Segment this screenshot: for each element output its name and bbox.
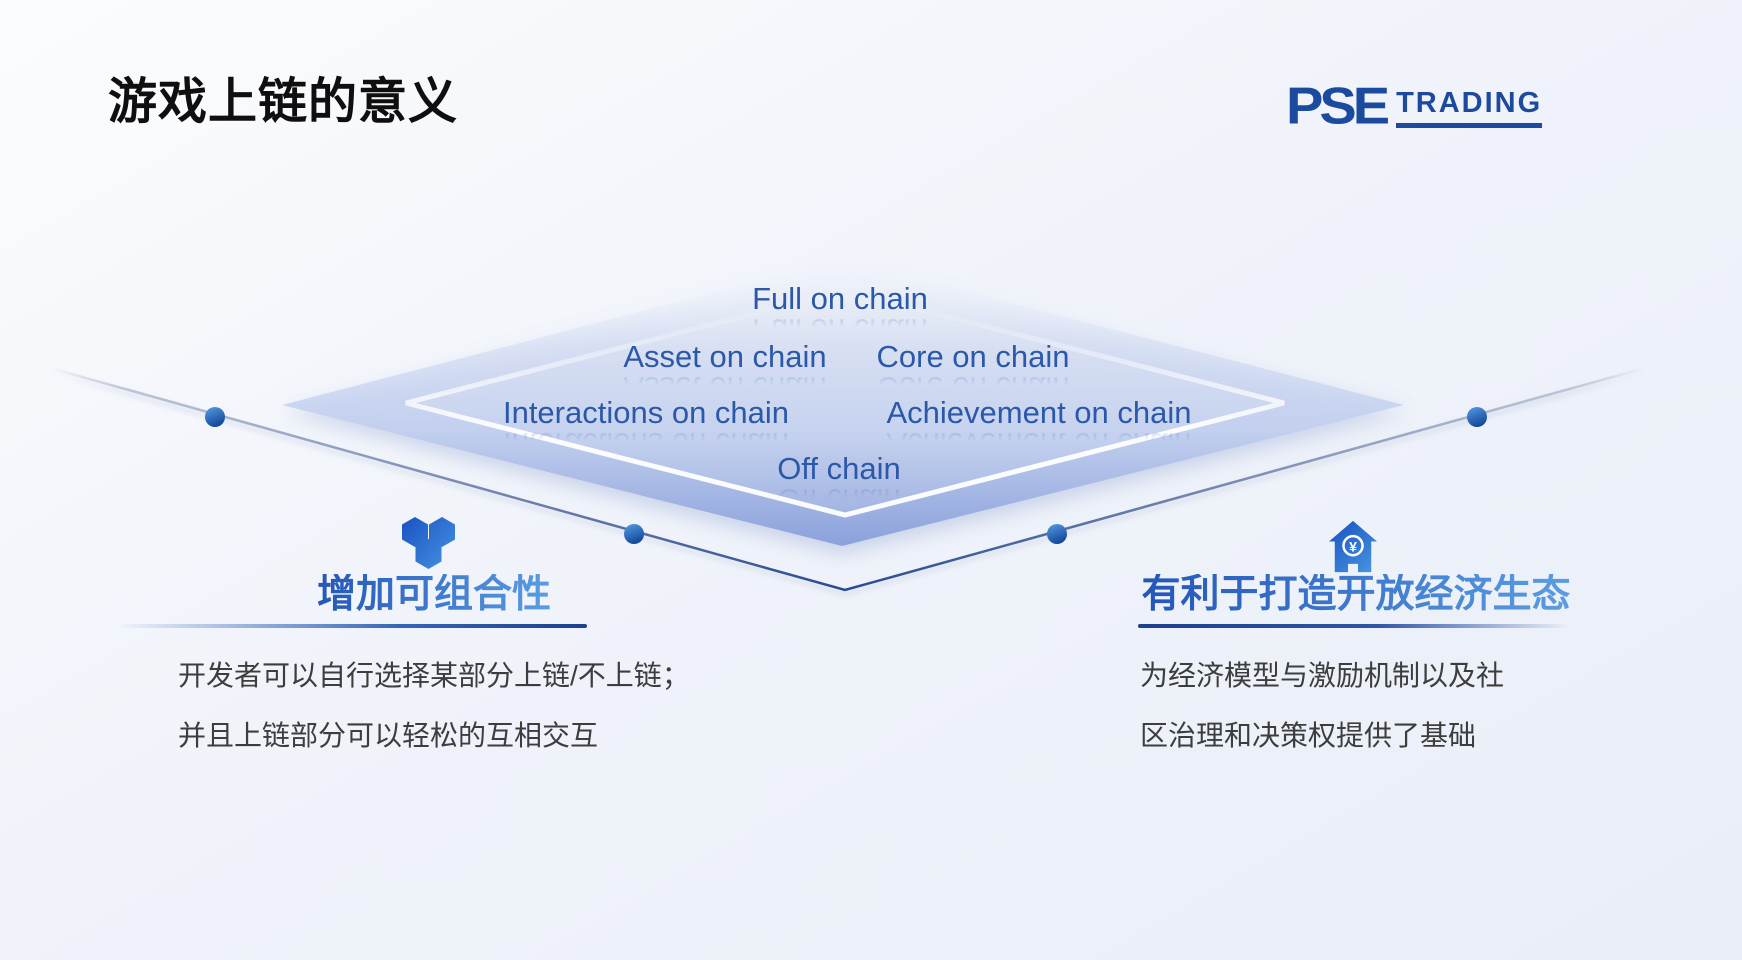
pyramid-diamond [282,259,1404,546]
connector-dots [205,407,1487,544]
hexagon-cluster-icon [402,517,455,569]
feature-underline-left [117,624,587,628]
yen-symbol: ¥ [1349,538,1357,554]
pse-wordmark: PSE [1286,76,1390,135]
feature-description-line: 为经济模型与激励机制以及社 [1140,660,1505,691]
chain-level-label-interactions: Interactions on chain [502,395,790,431]
pse-trading-logo: PSE TRADING [1286,76,1543,135]
chain-level-label-asset: Asset on chain [623,339,827,375]
feature-description-right: 为经济模型与激励机制以及社 区治理和决策权提供了基础 [1140,646,1504,766]
house-yen-icon: ¥ [1328,520,1378,573]
chain-level-label-full: Full on chain [752,281,928,317]
feature-description-line: 开发者可以自行选择某部分上链/不上链； [178,660,690,691]
feature-description-line: 并且上链部分可以轻松的互相交互 [178,720,599,751]
connector-dot [624,524,644,544]
chain-level-label-achievement: Achievement on chain [886,395,1192,431]
trading-wordmark: TRADING [1396,89,1543,128]
chain-level-label-off: Off chain [777,451,901,487]
page-title: 游戏上链的意义 [108,75,459,129]
connector-dot [1467,407,1487,427]
inner-diamond-outline [405,287,1285,518]
connector-dot [1047,524,1067,544]
feature-description-left: 开发者可以自行选择某部分上链/不上链； 并且上链部分可以轻松的互相交互 [178,646,690,766]
feature-title-composability: 增加可组合性 [316,573,552,616]
chain-level-label-core: Core on chain [876,339,1070,375]
feature-underline-right [1138,624,1570,628]
baseline-v-line [49,366,1646,592]
feature-title-open-economy: 有利于打造开放经济生态 [1141,573,1571,616]
feature-description-line: 区治理和决策权提供了基础 [1140,720,1477,751]
connector-dot [205,407,225,427]
